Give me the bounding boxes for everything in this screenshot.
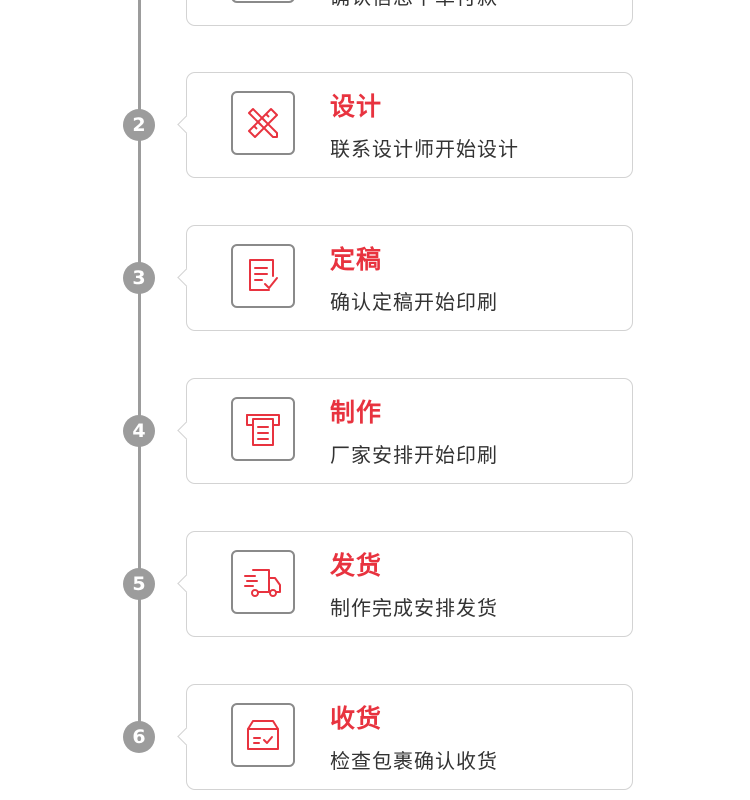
step-card[interactable]: 发货 制作完成安排发货: [177, 531, 633, 637]
step-title: 发货: [330, 551, 383, 580]
timeline-line: [138, 0, 141, 740]
step-number-badge: 4: [123, 415, 155, 447]
package-icon: [231, 703, 295, 767]
step-number-badge: 2: [123, 109, 155, 141]
step-number-badge: 5: [123, 568, 155, 600]
step-title: 定稿: [330, 245, 383, 274]
card-pointer: [177, 115, 196, 134]
step-shipping: 5 发货 制作完成安排发货: [0, 531, 750, 637]
partial-icon: [231, 0, 295, 3]
step-title: 制作: [330, 398, 383, 427]
step-card[interactable]: 确认信息下单付款: [186, 0, 633, 26]
card-pointer: [177, 268, 196, 287]
step-number-badge: 6: [123, 721, 155, 753]
card-pointer: [177, 421, 196, 440]
step-card[interactable]: 定稿 确认定稿开始印刷: [177, 225, 633, 331]
pencil-ruler-icon: [231, 91, 295, 155]
step-design: 2 设计 联系设计师开始设计: [0, 72, 750, 178]
step-production: 4 制作 厂家安排开始印刷: [0, 378, 750, 484]
step-receive: 6 收货 检查包裹确认收货: [0, 684, 750, 790]
card-pointer: [177, 727, 196, 746]
step-card[interactable]: 设计 联系设计师开始设计: [177, 72, 633, 178]
printer-icon: [231, 397, 295, 461]
step-desc: 制作完成安排发货: [330, 596, 498, 620]
step-card[interactable]: 制作 厂家安排开始印刷: [177, 378, 633, 484]
step-desc: 联系设计师开始设计: [330, 137, 519, 161]
step-desc: 厂家安排开始印刷: [330, 443, 498, 467]
step-finalize: 3 定稿 确认定稿开始印刷: [0, 225, 750, 331]
step-order: 确认信息下单付款: [0, 0, 750, 26]
step-title: 收货: [330, 704, 383, 733]
document-check-icon: [231, 244, 295, 308]
step-desc: 确认定稿开始印刷: [330, 290, 498, 314]
step-desc: 确认信息下单付款: [330, 0, 498, 10]
step-desc: 检查包裹确认收货: [330, 749, 498, 773]
step-card[interactable]: 收货 检查包裹确认收货: [177, 684, 633, 790]
delivery-truck-icon: [231, 550, 295, 614]
step-title: 设计: [330, 92, 383, 121]
step-number-badge: 3: [123, 262, 155, 294]
card-pointer: [177, 574, 196, 593]
